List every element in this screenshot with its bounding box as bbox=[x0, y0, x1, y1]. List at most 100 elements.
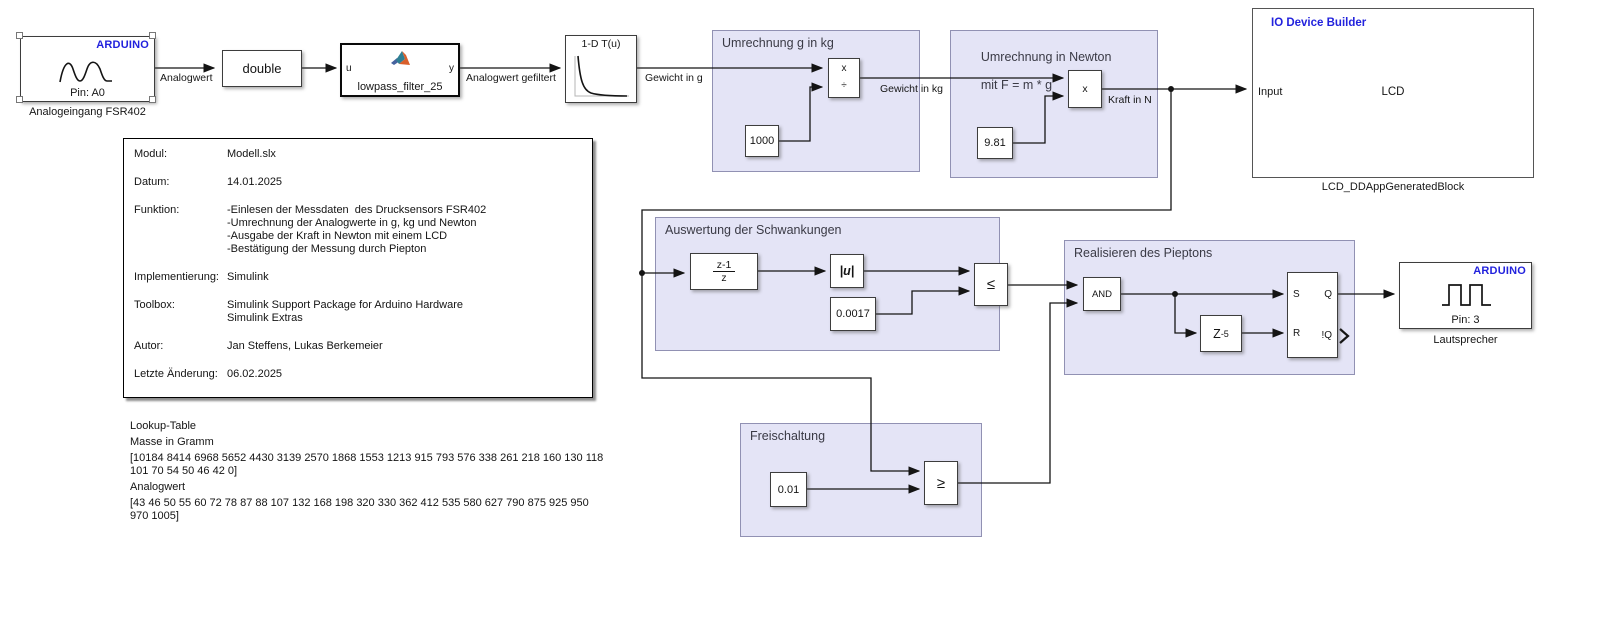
constant-value: 0.0017 bbox=[836, 308, 870, 320]
fraction-numerator: z-1 bbox=[716, 258, 732, 271]
block-lcd-io-device[interactable]: IO Device Builder Input LCD bbox=[1252, 8, 1534, 178]
block-caption-speaker[interactable]: Lautsprecher bbox=[1433, 334, 1498, 346]
lookup-note-analog-values: [43 46 50 55 60 72 78 87 88 107 132 168 … bbox=[130, 497, 589, 522]
lowpass-name: lowpass_filter_25 bbox=[357, 81, 443, 93]
block-delay[interactable]: Z-5 bbox=[1200, 315, 1242, 352]
annotation-label: Datum: bbox=[134, 176, 170, 188]
divide-op-multiply: x bbox=[841, 63, 847, 74]
pin-label: Pin: A0 bbox=[70, 87, 105, 99]
annotation-row-toolbox: Toolbox: Simulink Support Package for Ar… bbox=[134, 299, 582, 325]
annotation-label: Modul: bbox=[134, 148, 168, 160]
wire-const1000[interactable] bbox=[779, 82, 824, 142]
signal-label-kraft-in-n[interactable]: Kraft in N bbox=[1108, 94, 1152, 106]
block-and[interactable]: AND bbox=[1083, 277, 1121, 311]
divide-op-divide: ÷ bbox=[841, 80, 847, 91]
block-caption-analog-input[interactable]: Analogeingang FSR402 bbox=[29, 106, 146, 118]
annotation-label: Funktion: bbox=[134, 204, 180, 216]
annotation-row-autor: Autor: Jan Steffens, Lukas Berkemeier bbox=[134, 340, 582, 353]
annotation-value: Modell.slx bbox=[227, 148, 276, 160]
port-q: Q bbox=[1324, 289, 1332, 300]
derivative-fraction: z-1 z bbox=[713, 258, 735, 284]
constant-value: 1000 bbox=[749, 135, 775, 147]
port-y: y bbox=[449, 63, 454, 74]
delay-base: Z bbox=[1213, 326, 1221, 341]
lookup-table-annotation[interactable]: Lookup-Table Masse in Gramm [10184 8414 … bbox=[130, 420, 604, 526]
annotation-value: Simulink Extras bbox=[227, 312, 303, 324]
block-caption-lcd[interactable]: LCD_DDAppGeneratedBlock bbox=[1321, 181, 1465, 193]
annotation-label: Toolbox: bbox=[134, 299, 175, 311]
decay-curve-icon bbox=[574, 55, 629, 97]
signal-label-analogwert[interactable]: Analogwert bbox=[160, 72, 213, 84]
sine-wave-icon bbox=[59, 61, 112, 83]
annotation-row-implementierung: Implementierung: Simulink bbox=[134, 271, 582, 284]
wire-branch-to-freischaltung[interactable] bbox=[641, 273, 921, 476]
lookup-note-title: Lookup-Table bbox=[130, 420, 197, 432]
arduino-badge: ARDUINO bbox=[96, 39, 149, 51]
constant-value: 9.81 bbox=[984, 137, 1006, 149]
signal-label-gewicht-in-kg[interactable]: Gewicht in kg bbox=[880, 83, 944, 95]
lookup-note-analog-label: Analogwert bbox=[130, 481, 186, 493]
wire-kraft-branch-to-derivative[interactable] bbox=[641, 89, 1172, 278]
block-constant-0-01[interactable]: 0.01 bbox=[770, 472, 807, 507]
constant-value: 0.01 bbox=[777, 483, 800, 496]
lookup-title: 1-D T(u) bbox=[581, 38, 621, 50]
block-speaker-output[interactable]: ARDUINO Pin: 3 bbox=[1399, 262, 1532, 329]
annotation-row-letzte-aenderung: Letzte Änderung: 06.02.2025 bbox=[134, 368, 582, 381]
area-title-line1: Umrechnung in Newton bbox=[980, 50, 1112, 64]
area-title: Freischaltung bbox=[750, 429, 826, 443]
port-input: Input bbox=[1258, 86, 1283, 98]
annotation-row-modul: Modul: Modell.slx bbox=[134, 148, 582, 161]
annotation-value: -Bestätigung der Messung durch Piepton bbox=[227, 243, 427, 255]
lcd-center-label: LCD bbox=[1381, 86, 1405, 98]
branch-dot bbox=[1168, 86, 1174, 92]
io-device-builder-header: IO Device Builder bbox=[1271, 17, 1367, 29]
signal-label-gewicht-in-g[interactable]: Gewicht in g bbox=[645, 72, 703, 84]
selection-handle[interactable] bbox=[16, 32, 23, 39]
annotation-value: Simulink bbox=[227, 271, 269, 283]
block-1d-lookup-table[interactable]: 1-D T(u) bbox=[565, 35, 637, 103]
signal-label-analogwert-gefiltert[interactable]: Analogwert gefiltert bbox=[466, 72, 556, 84]
wire-gte-to-and[interactable] bbox=[958, 298, 1079, 484]
annotation-value: -Einlesen der Messdaten des Drucksensors… bbox=[227, 204, 487, 216]
block-divide[interactable]: x ÷ bbox=[828, 58, 860, 98]
block-data-type-conversion[interactable]: double bbox=[222, 50, 302, 87]
annotation-value: 06.02.2025 bbox=[227, 368, 283, 380]
square-wave-icon bbox=[1442, 284, 1491, 306]
selection-handle[interactable] bbox=[149, 32, 156, 39]
block-constant-0-0017[interactable]: 0.0017 bbox=[830, 297, 876, 331]
gte-symbol: ≥ bbox=[936, 474, 946, 492]
annotation-value: 14.01.2025 bbox=[227, 176, 283, 188]
area-title: Realisieren des Pieptons bbox=[1074, 246, 1213, 260]
block-discrete-derivative[interactable]: z-1 z bbox=[690, 253, 758, 290]
and-label: AND bbox=[1091, 288, 1113, 300]
annotation-value: Jan Steffens, Lukas Berkemeier bbox=[227, 340, 383, 352]
block-less-equal[interactable]: ≤ bbox=[974, 263, 1008, 306]
selection-handle[interactable] bbox=[16, 96, 23, 103]
annotation-value: -Umrechnung der Analogwerte in g, kg und… bbox=[227, 217, 477, 229]
branch-dot bbox=[1172, 291, 1178, 297]
wire-const981[interactable] bbox=[1013, 91, 1065, 144]
block-analog-input[interactable]: ARDUINO Pin: A0 bbox=[20, 36, 155, 102]
annotation-value: -Ausgabe der Kraft in Newton mit einem L… bbox=[227, 230, 448, 242]
model-info-annotation[interactable]: Modul: Modell.slx Datum: 14.01.2025 Funk… bbox=[123, 138, 593, 398]
area-title: Auswertung der Schwankungen bbox=[665, 223, 842, 237]
block-sr-flipflop[interactable]: S Q R !Q bbox=[1287, 272, 1338, 358]
area-title-line2: mit F = m * g bbox=[980, 78, 1053, 92]
annotation-row-datum: Datum: 14.01.2025 bbox=[134, 176, 582, 189]
block-constant-9-81[interactable]: 9.81 bbox=[977, 127, 1013, 159]
block-abs[interactable]: |u| bbox=[830, 254, 864, 288]
port-r: R bbox=[1293, 328, 1301, 339]
block-constant-1000[interactable]: 1000 bbox=[745, 125, 779, 157]
abs-label: |u| bbox=[839, 264, 855, 278]
unconnected-port-chevron bbox=[1339, 328, 1350, 344]
area-title: Umrechnung g in kg bbox=[722, 36, 834, 50]
double-label: double bbox=[242, 61, 282, 76]
selection-handle[interactable] bbox=[149, 96, 156, 103]
pin-label: Pin: 3 bbox=[1451, 314, 1480, 326]
wire-branch-to-delay[interactable] bbox=[1174, 294, 1198, 338]
block-lowpass-filter[interactable]: u y lowpass_filter_25 bbox=[340, 43, 460, 97]
block-product[interactable]: x bbox=[1068, 70, 1102, 108]
block-greater-equal[interactable]: ≥ bbox=[924, 461, 958, 505]
wire-const00017[interactable] bbox=[876, 286, 971, 315]
